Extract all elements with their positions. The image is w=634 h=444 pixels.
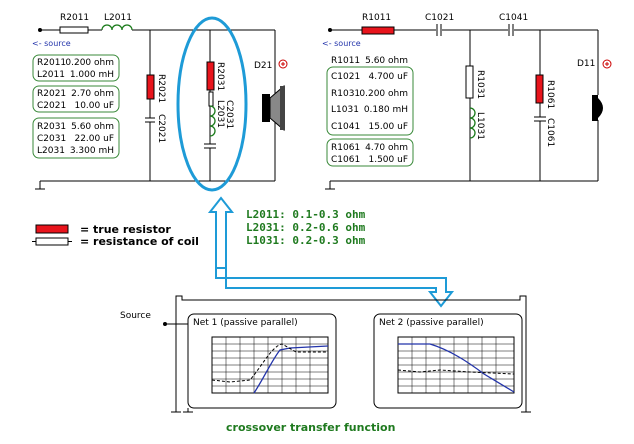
r1011-label: R1011: [362, 13, 391, 23]
c2031-label: C2031: [224, 100, 234, 129]
l1031-inductor-icon: [469, 107, 476, 139]
r2031-label: R2031: [215, 62, 225, 91]
left-value-group-3: [32, 117, 120, 159]
left-value-group-1: [32, 54, 120, 82]
right-g2-r3-value: 0.180 mH: [364, 105, 408, 115]
transfer-function-caption: crossover transfer function: [226, 421, 395, 434]
right-g3-r2-name: C1061: [331, 155, 360, 165]
legend-true-resistor-swatch: [35, 224, 69, 234]
l2031-inductor-icon: [209, 105, 216, 137]
c1041-label: C1041: [499, 13, 528, 23]
right-g1-r1-value: 5.60 ohm: [365, 56, 408, 66]
right-source-label: <- source: [322, 39, 361, 48]
right-g2-r3-name: L1031: [331, 105, 359, 115]
r2031-coil-resistance: [208, 91, 214, 107]
left-g3-r1-name: R2031: [37, 122, 66, 132]
legend-true-resistor-text: = true resistor: [80, 223, 171, 236]
net1-transfer-graph: [211, 336, 329, 394]
right-g3-r1-name: R1061: [331, 143, 360, 153]
net1-title: Net 1 (passive parallel): [193, 318, 298, 328]
note-l2031: L2031: 0.2-0.6 ohm: [246, 221, 366, 234]
d11-label: D11: [577, 59, 595, 69]
highlight-ellipse: [176, 16, 248, 192]
r2031-resistor: [206, 61, 215, 91]
right-g2-r4-value: 15.00 uF: [368, 122, 408, 132]
r2011-coil-resistance: [59, 26, 89, 34]
c2021-label: C2021: [156, 114, 166, 143]
note-l2011: L2011: 0.1-0.3 ohm: [246, 208, 366, 221]
net2-transfer-graph: [397, 336, 515, 394]
right-g2-r1-value: 4.700 uF: [368, 72, 408, 82]
note-l1031: L1031: 0.2-0.3 ohm: [246, 234, 366, 247]
r2021-label: R2021: [156, 74, 166, 103]
left-source-terminal: [38, 28, 42, 32]
r1061-label: R1061: [545, 80, 555, 109]
right-value-group-2: [326, 66, 414, 136]
left-g3-r3-value: 3.300 mH: [70, 146, 114, 156]
transfer-function-network: Source Net 1 (passive parallel) Net 2 (p…: [120, 295, 531, 434]
r2011-label: R2011: [60, 13, 89, 23]
left-circuit: R2011 L2011 R2021 C2021 R2031 L2031 C203…: [32, 13, 288, 190]
right-g3-r1-value: 4.70 ohm: [365, 143, 408, 153]
left-g1-r1-value: 0.200 ohm: [65, 58, 114, 68]
right-g2-r1-name: C1021: [331, 72, 360, 82]
right-g1-r1-name: R1011: [331, 56, 360, 66]
l2011-inductor-icon: [101, 24, 133, 31]
left-value-group-2: [32, 85, 120, 113]
left-g1-r2-value: 1.000 mH: [70, 70, 114, 80]
left-source-label: <- source: [32, 39, 71, 48]
l2011-label: L2011: [104, 13, 132, 23]
l2031-label: L2031: [215, 100, 225, 128]
legend: = true resistor = resistance of coil: [32, 223, 199, 248]
legend-coil-resistance-text: = resistance of coil: [80, 235, 199, 248]
flow-arrow-icon: [207, 196, 455, 308]
d21-speaker-icon: [262, 84, 285, 132]
r1061-resistor: [535, 74, 544, 104]
left-g2-r2-name: C2021: [37, 101, 66, 111]
legend-coil-resistance-swatch: [35, 237, 69, 246]
right-g2-r4-name: C1041: [331, 122, 360, 132]
left-g2-r1-value: 2.70 ohm: [71, 89, 114, 99]
left-g3-r1-value: 5.60 ohm: [71, 122, 114, 132]
d21-plus-icon: [278, 59, 288, 69]
d21-label: D21: [254, 61, 272, 71]
left-g2-r2-value: 10.00 uF: [74, 101, 114, 111]
d11-tweeter-icon: [592, 95, 603, 121]
left-g1-r1-name: R2011: [37, 58, 66, 68]
right-circuit: R1011 C1021 C1041 R1031 L1031 R1061 C106…: [322, 13, 612, 190]
left-g3-r2-value: 22.00 uF: [74, 134, 114, 144]
r1031-label: R1031: [475, 70, 485, 99]
left-g1-r2-name: L2011: [37, 70, 65, 80]
left-g3-r3-name: L2031: [37, 146, 65, 156]
right-value-group-3: [326, 138, 414, 167]
right-g2-r2-value: 0.200 ohm: [359, 89, 408, 99]
bottom-source-label: Source: [120, 311, 151, 321]
c1061-label: C1061: [545, 118, 555, 147]
right-source-terminal: [328, 28, 332, 32]
c1021-label: C1021: [425, 13, 454, 23]
d11-plus-icon: [602, 59, 612, 69]
net2-title: Net 2 (passive parallel): [379, 318, 484, 328]
r1011-resistor: [361, 26, 395, 35]
left-g2-r1-name: R2021: [37, 89, 66, 99]
left-g3-r2-name: C2031: [37, 134, 66, 144]
right-g2-r2-name: R1031: [331, 89, 360, 99]
r1031-coil-resistance: [465, 65, 474, 99]
r2021-resistor: [146, 74, 155, 100]
right-g3-r2-value: 1.500 uF: [368, 155, 408, 165]
l1031-label: L1031: [475, 112, 485, 140]
